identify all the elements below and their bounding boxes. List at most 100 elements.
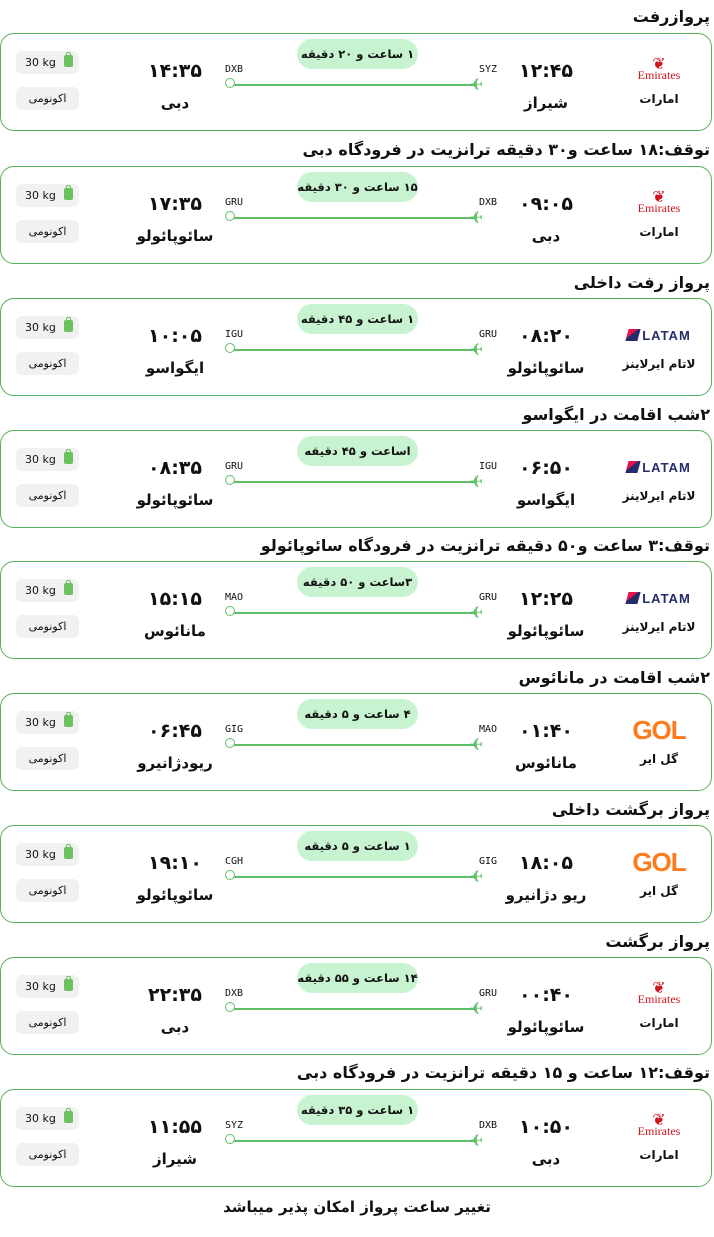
luggage-icon <box>64 449 73 464</box>
airline-block: ❦Emirates امارات <box>621 52 697 116</box>
departure-city: سائوپائولو <box>507 359 585 377</box>
airline-name: لاتام ایرلاینز <box>622 489 696 503</box>
arrival-code: MAO <box>225 592 244 603</box>
arrival-time: ۰۸:۳۵ <box>148 457 202 479</box>
airplane-icon: ✈ <box>469 1129 484 1149</box>
departure-time: ۱۸:۰۵ <box>519 852 573 874</box>
departure-city: سائوپائولو <box>507 1018 585 1036</box>
baggage-label: 30 kg <box>25 716 56 729</box>
airplane-icon: ✈ <box>469 338 484 358</box>
duration-badge: اساعت و ۴۵ دقیقه <box>297 436 418 466</box>
route-line <box>233 876 477 878</box>
flight-card[interactable]: LATAM لاتام ایرلاینز ۱۲:۲۵ سائوپائولو GR… <box>0 561 712 659</box>
emirates-logo: ❦Emirates <box>637 980 681 1006</box>
airline-block: GOL گل ایر <box>621 712 697 776</box>
flight-card[interactable]: ❦Emirates امارات ۱۲:۴۵ شیراز SYZ ✈ ۱ ساع… <box>0 33 712 131</box>
route-dot <box>225 1134 235 1144</box>
baggage-badge: 30 kg <box>16 184 79 207</box>
departure-time: ۰۹:۰۵ <box>519 193 573 215</box>
baggage-badge: 30 kg <box>16 711 79 734</box>
flight-card[interactable]: ❦Emirates امارات ۱۰:۵۰ دبی DXB ✈ ۱ ساعت … <box>0 1089 712 1187</box>
route-line <box>233 481 477 483</box>
flight-card[interactable]: ❦Emirates امارات ۰۹:۰۵ دبی DXB ✈ ۱۵ ساعت… <box>0 166 712 264</box>
airline-logo: GOL <box>621 712 697 748</box>
airline-block: LATAM لاتام ایرلاینز <box>621 317 697 381</box>
arrival-city: شیراز <box>153 1150 197 1168</box>
departure-code: IGU <box>478 461 497 472</box>
airline-block: LATAM لاتام ایرلاینز <box>621 580 697 644</box>
airline-name: لاتام ایرلاینز <box>622 357 696 371</box>
airline-name: لاتام ایرلاینز <box>622 620 696 634</box>
emirates-logo: ❦Emirates <box>637 56 681 82</box>
airplane-icon: ✈ <box>469 601 484 621</box>
departure-city: ایگواسو <box>516 491 576 509</box>
segment-title: توقف:۱۸ ساعت و۳۰ دقیقه ترانزیت در فرودگا… <box>302 140 710 159</box>
baggage-badge: 30 kg <box>16 579 79 602</box>
baggage-badge: 30 kg <box>16 975 79 998</box>
airplane-icon: ✈ <box>469 73 484 93</box>
gol-logo: GOL <box>632 846 686 877</box>
segment-title: پرواز رفت داخلی <box>573 273 710 292</box>
baggage-label: 30 kg <box>25 584 56 597</box>
arrival-city: سائوپائولو <box>136 886 214 904</box>
airline-block: ❦Emirates امارات <box>621 1108 697 1172</box>
emirates-logo: ❦Emirates <box>637 189 681 215</box>
cabin-class-badge: اکونومی <box>16 352 79 375</box>
airline-name: امارات <box>639 1148 679 1162</box>
baggage-label: 30 kg <box>25 1112 56 1125</box>
airline-name: امارات <box>639 225 679 239</box>
departure-code: GRU <box>478 592 497 603</box>
arrival-city: دبی <box>160 1018 190 1036</box>
departure-city: سائوپائولو <box>507 622 585 640</box>
cabin-class-badge: اکونومی <box>16 220 79 243</box>
arrival-time: ۱۴:۳۵ <box>148 60 202 82</box>
airplane-icon: ✈ <box>469 997 484 1017</box>
departure-time: ۰۱:۴۰ <box>519 720 573 742</box>
airplane-icon: ✈ <box>469 206 484 226</box>
airline-logo: LATAM <box>621 449 697 485</box>
arrival-code: GIG <box>225 724 244 735</box>
segment-title: توقف:۱۲ ساعت و ۱۵ دقیقه ترانزیت در فرودگ… <box>296 1063 710 1082</box>
duration-badge: ۳ساعت و ۵۰ دقیقه <box>297 567 418 597</box>
arrival-city: ایگواسو <box>145 359 205 377</box>
cabin-class-badge: اکونومی <box>16 484 79 507</box>
segment-title: ۲شب اقامت در مانائوس <box>518 668 710 687</box>
luggage-icon <box>64 712 73 727</box>
route-line <box>233 84 477 86</box>
departure-city: ریو دژانیرو <box>505 886 587 904</box>
flight-card[interactable]: LATAM لاتام ایرلاینز ۰۶:۵۰ ایگواسو IGU ✈… <box>0 430 712 528</box>
cabin-class-badge: اکونومی <box>16 87 79 110</box>
duration-badge: ۱ ساعت و ۴۵ دقیقه <box>297 304 418 334</box>
route-dot <box>225 738 235 748</box>
route-line <box>233 612 477 614</box>
flight-card[interactable]: ❦Emirates امارات ۰۰:۴۰ سائوپائولو GRU ✈ … <box>0 957 712 1055</box>
route-line <box>233 349 477 351</box>
segment-title: پروازرفت <box>632 7 710 26</box>
arrival-code: DXB <box>225 64 244 75</box>
flight-card[interactable]: LATAM لاتام ایرلاینز ۰۸:۲۰ سائوپائولو GR… <box>0 298 712 396</box>
route-dot <box>225 475 235 485</box>
baggage-badge: 30 kg <box>16 1107 79 1130</box>
airline-name: گل ایر <box>640 884 678 898</box>
route-line <box>233 1008 477 1010</box>
flight-card[interactable]: GOL گل ایر ۱۸:۰۵ ریو دژانیرو GIG ✈ ۱ ساع… <box>0 825 712 923</box>
arrival-code: GRU <box>225 197 244 208</box>
latam-logo: LATAM <box>625 591 691 606</box>
arrival-city: ریودژانیرو <box>137 754 213 772</box>
cabin-class-badge: اکونومی <box>16 879 79 902</box>
footer-note: تغییر ساعت پرواز امکان پذیر میباشد <box>223 1198 491 1216</box>
baggage-badge: 30 kg <box>16 843 79 866</box>
airline-name: امارات <box>639 1016 679 1030</box>
airline-logo: ❦Emirates <box>621 976 697 1012</box>
arrival-code: GRU <box>225 461 244 472</box>
duration-badge: ۱۵ ساعت و ۳۰ دقیقه <box>297 172 418 202</box>
route-dot <box>225 1002 235 1012</box>
route-dot <box>225 870 235 880</box>
departure-code: GRU <box>478 329 497 340</box>
flight-card[interactable]: GOL گل ایر ۰۱:۴۰ مانائوس MAO ✈ ۴ ساعت و … <box>0 693 712 791</box>
departure-code: DXB <box>478 197 497 208</box>
segment-title: پرواز برگشت داخلی <box>551 800 710 819</box>
airline-name: گل ایر <box>640 752 678 766</box>
route-line <box>233 217 477 219</box>
baggage-badge: 30 kg <box>16 448 79 471</box>
